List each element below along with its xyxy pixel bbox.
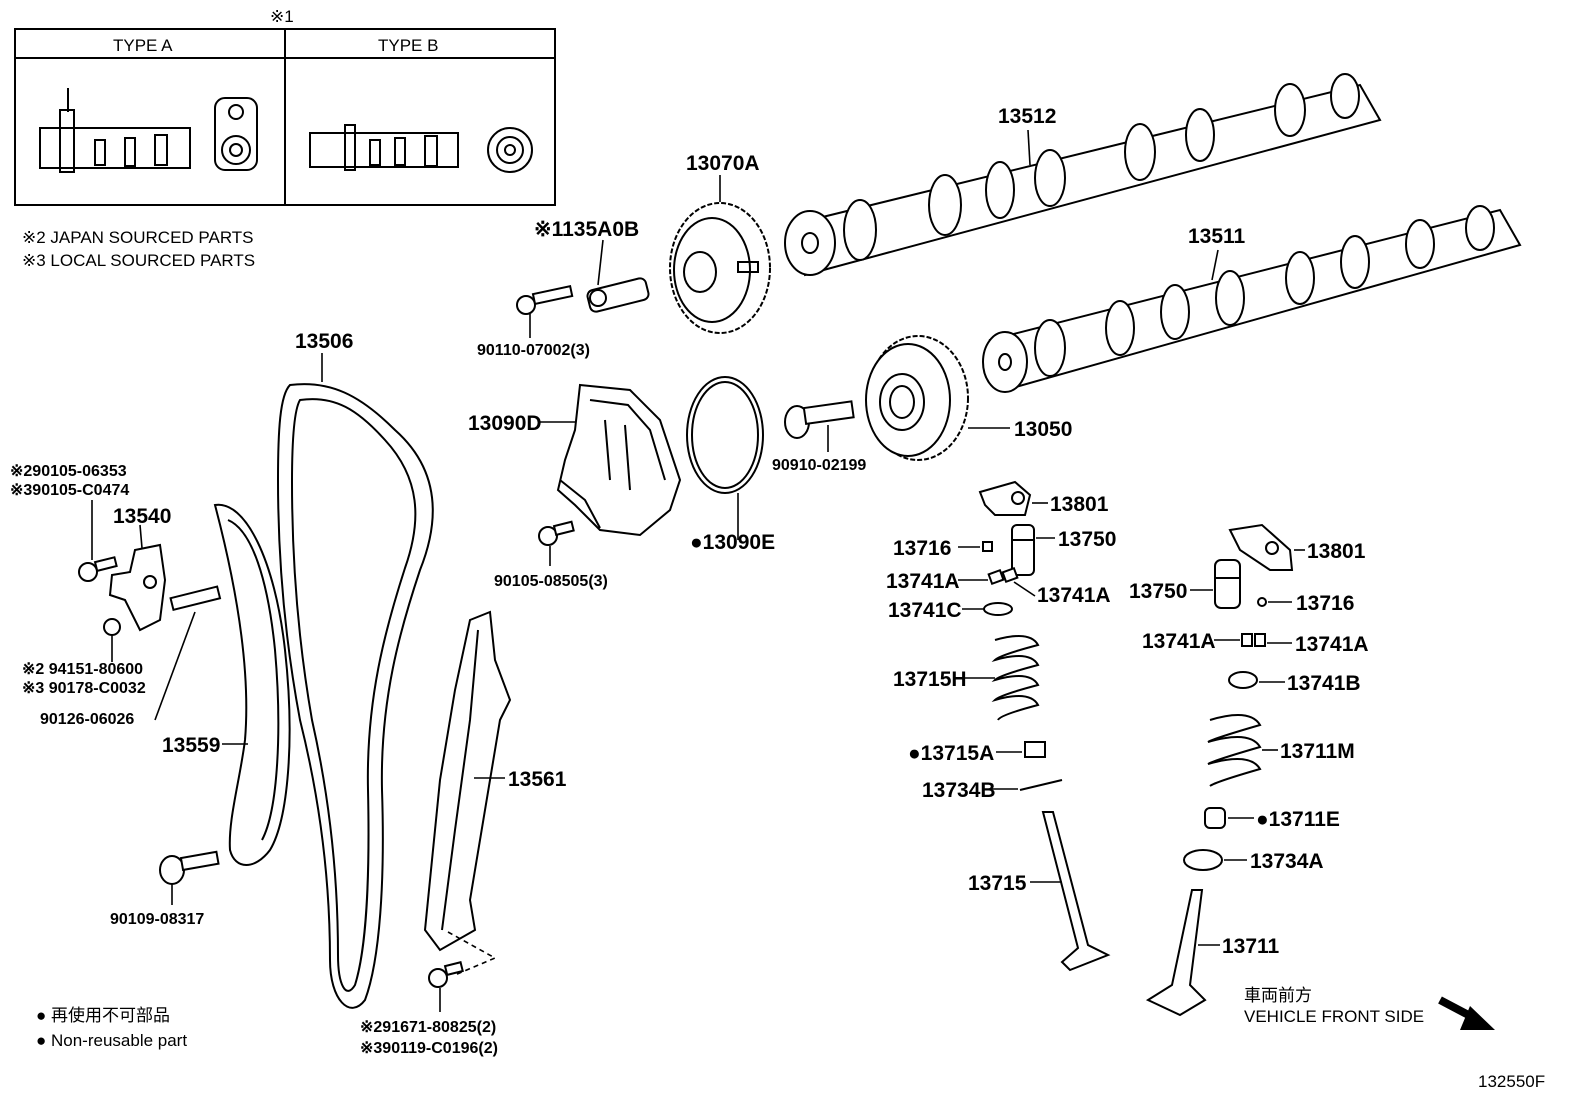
front-direction-arrow-icon [1438, 996, 1495, 1030]
part-label-90109-08317: 90109-08317 [110, 911, 204, 928]
part-label-13801-right: 13801 [1307, 540, 1366, 563]
part-label-13711E: ●13711E [1256, 808, 1340, 831]
part-label-13561: 13561 [508, 768, 567, 791]
part-label-13090E: ●13090E [690, 531, 775, 554]
valve-seal-13711E [1204, 807, 1226, 829]
part-label-13711: 13711 [1222, 935, 1280, 958]
valve-13711 [1145, 889, 1207, 1017]
valve-seat-13734B [1019, 779, 1063, 791]
part-label-13741B: 13741B [1287, 672, 1361, 695]
spring-retainer-13741B [1228, 671, 1258, 689]
camshaft-13511 [982, 205, 1522, 393]
rocker-arm-13801-left [978, 480, 1032, 516]
valve-cap-13716-right [1257, 597, 1267, 607]
cam-timing-gear-13050 [865, 335, 969, 461]
part-label-13716-left: 13716 [893, 537, 951, 560]
part-label-291671-80825: ※291671-80825(2) [360, 1019, 496, 1036]
legend-non-reusable-jp: ● 再使用不可部品 [36, 1005, 170, 1025]
part-label-13715: 13715 [968, 872, 1027, 895]
part-label-13070A: 13070A [686, 152, 760, 175]
legend-non-reusable-en: ● Non-reusable part [36, 1031, 187, 1050]
part-label-390119-C0196: ※390119-C0196(2) [360, 1040, 498, 1057]
part-label-13050: 13050 [1014, 418, 1072, 441]
chain-slipper-13559 [213, 503, 291, 866]
part-label-13512: 13512 [998, 105, 1056, 128]
part-label-13540: 13540 [113, 505, 171, 528]
type-b-oil-control-valve [309, 124, 533, 173]
gasket-94151-80600 [103, 618, 121, 636]
part-label-13716-right: 13716 [1296, 592, 1354, 615]
part-label-13715H: 13715H [893, 668, 967, 691]
part-label-390105-C0474: ※390105-C0474 [10, 482, 129, 499]
part-label-13734A: 13734A [1250, 850, 1324, 873]
bolt-291671-80825 [428, 961, 464, 988]
part-label-13750-left: 13750 [1058, 528, 1116, 551]
valve-cap-13716-left [982, 541, 993, 552]
part-label-13741C: 13741C [888, 599, 962, 622]
valve-keeper-13741A-right [1241, 633, 1266, 647]
part-label-13741A-right-b: 13741A [1295, 633, 1369, 656]
valve-spring-13715H [991, 635, 1040, 721]
bolt-90109-08317 [159, 850, 220, 885]
spring-retainer-13741C [983, 602, 1013, 616]
part-label-90178-C0032: ※3 90178-C0032 [22, 680, 146, 697]
timing-chain-13506 [276, 383, 434, 1009]
part-label-13711M: 13711M [1280, 740, 1355, 763]
part-label-135A0B: ※1135A0B [534, 218, 639, 241]
valve-seal-13715A [1024, 741, 1046, 758]
valve-seat-13734A [1183, 849, 1223, 871]
part-label-13741A-right-a: 13741A [1142, 630, 1216, 653]
type-a-label: TYPE A [113, 36, 173, 55]
type-b-label: TYPE B [378, 36, 438, 55]
figure-id: 132550F [1478, 1072, 1545, 1091]
type-comparison-box: ※1 TYPE A TYPE B [14, 7, 556, 206]
chain-guide-13561 [423, 610, 512, 952]
part-label-90110-07002: 90110-07002(3) [477, 342, 590, 359]
part-label-290105-06353: ※290105-06353 [10, 463, 127, 480]
rocker-arm-13801-right [1228, 523, 1294, 571]
note-local-sourced: ※3 LOCAL SOURCED PARTS [22, 251, 255, 270]
valve-spring-13711M [1207, 714, 1262, 787]
bolt-90110-07002 [516, 285, 574, 315]
part-label-13801-left: 13801 [1050, 493, 1109, 516]
lash-adjuster-13750-right [1214, 559, 1241, 609]
part-label-90105-08505: 90105-08505(3) [494, 573, 608, 590]
part-label-90910-02199: 90910-02199 [772, 457, 866, 474]
camshaft-13512 [784, 73, 1382, 277]
stud-90126-06026 [169, 585, 222, 612]
part-label-13715A: ●13715A [908, 742, 994, 765]
part-label-13559: 13559 [162, 734, 220, 757]
part-label-90126-06026: 90126-06026 [40, 711, 134, 728]
direction-label-en: VEHICLE FRONT SIDE [1244, 1007, 1424, 1026]
bolt-90105-08505 [538, 520, 575, 546]
type-a-oil-control-valve [39, 88, 258, 173]
direction-label-jp: 車両前方 [1244, 986, 1312, 1005]
part-label-13734B: 13734B [922, 779, 996, 802]
gasket-13090E [686, 376, 764, 494]
valve-13715 [1041, 811, 1111, 972]
part-label-13741A-left-b: 13741A [1037, 584, 1111, 607]
legend: ● 再使用不可部品 ● Non-reusable part [36, 1005, 187, 1050]
chain-tensioner-13540 [108, 543, 167, 632]
valve-keeper-13741A-left [987, 566, 1019, 586]
cam-timing-gear-13070A [669, 202, 771, 334]
note-japan-sourced: ※2 JAPAN SOURCED PARTS [22, 228, 254, 247]
part-label-13506: 13506 [295, 330, 353, 353]
oil-control-valve-135A0B [586, 277, 650, 313]
type-box-mark: ※1 [270, 7, 294, 26]
part-label-13741A-left-a: 13741A [886, 570, 960, 593]
part-label-13511: 13511 [1188, 225, 1246, 248]
chain-cover-13090D [556, 383, 682, 537]
part-label-13090D: 13090D [468, 412, 542, 435]
bolt-290105-06353 [78, 556, 118, 582]
lash-adjuster-13750-left [1011, 524, 1035, 576]
bolt-90910-02199 [784, 400, 855, 439]
part-label-13750-right: 13750 [1129, 580, 1187, 603]
part-label-94151-80600: ※2 94151-80600 [22, 661, 143, 678]
